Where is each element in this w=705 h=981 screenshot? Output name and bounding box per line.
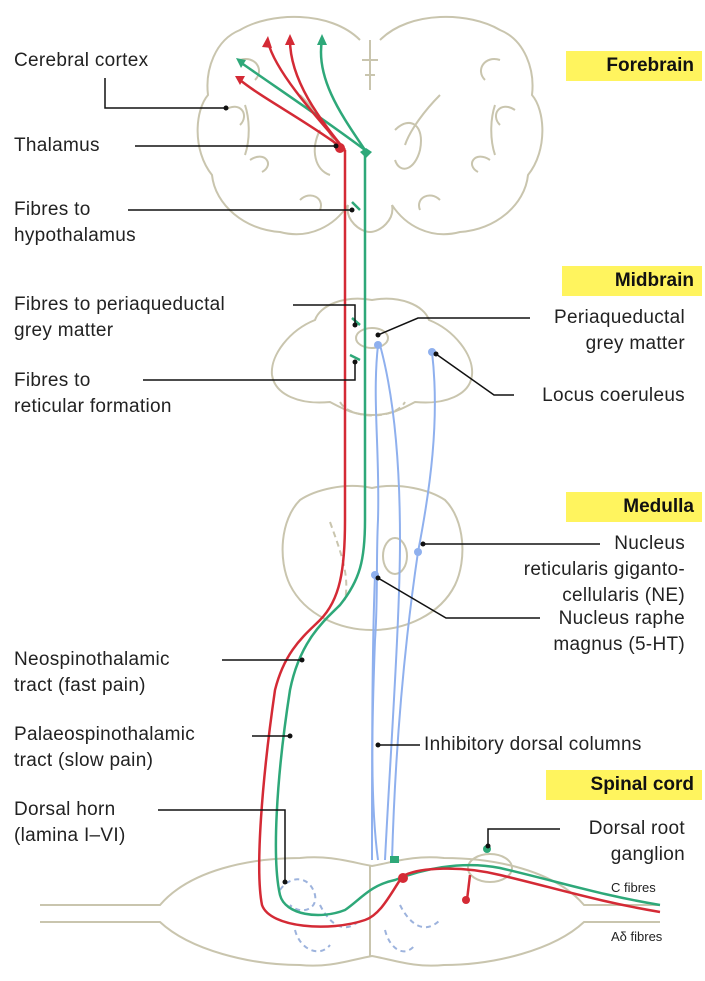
leader-fibres-reticular: [143, 362, 355, 380]
label-fibres-pag: Fibres to periaqueductal grey matter: [14, 292, 225, 344]
inhibitory-pathways: [372, 345, 435, 860]
nucleus-reticularis-node: [414, 548, 422, 556]
periaqueductal-nucleus: [374, 341, 382, 349]
label-fibres-hypothalamus: Fibres to hypothalamus: [14, 197, 136, 249]
label-inhibitory-columns: Inhibitory dorsal columns: [424, 732, 642, 758]
label-c-fibres: C fibres: [611, 880, 656, 895]
forebrain-outline: [198, 17, 543, 234]
label-nucleus-reticularis: Nucleus reticularis giganto- cellularis …: [524, 531, 685, 609]
label-thalamus: Thalamus: [14, 133, 100, 159]
medulla-outline: [283, 486, 463, 630]
label-cerebral-cortex: Cerebral cortex: [14, 48, 148, 74]
label-fibres-reticular: Fibres to reticular formation: [14, 368, 172, 420]
midbrain-outline: [272, 299, 472, 416]
label-periaqueductal: Periaqueductal grey matter: [554, 305, 685, 357]
leader-dorsal-horn: [158, 810, 285, 882]
region-forebrain: Forebrain: [566, 51, 702, 81]
region-medulla: Medulla: [566, 492, 702, 522]
label-dorsal-root-ganglion: Dorsal root ganglion: [589, 816, 685, 868]
label-adelta-fibres: Aδ fibres: [611, 929, 662, 944]
region-midbrain: Midbrain: [562, 266, 702, 296]
region-spinal-cord: Spinal cord: [546, 770, 702, 800]
spinal-cord-outline: [40, 854, 660, 966]
leader-ends: [224, 106, 491, 885]
label-palaeospinothalamic: Palaeospinothalamic tract (slow pain): [14, 722, 195, 774]
label-neospinothalamic: Neospinothalamic tract (fast pain): [14, 647, 170, 699]
leader-locus: [436, 354, 514, 395]
leader-raphe: [378, 578, 540, 618]
label-locus-coeruleus: Locus coeruleus: [542, 383, 685, 409]
fast-pain-arrowheads: [235, 34, 470, 904]
leader-drg: [488, 829, 560, 846]
leader-periaqueductal: [378, 318, 530, 335]
label-nucleus-raphe: Nucleus raphe magnus (5-HT): [553, 606, 685, 658]
label-dorsal-horn: Dorsal horn (lamina I–VI): [14, 797, 126, 849]
